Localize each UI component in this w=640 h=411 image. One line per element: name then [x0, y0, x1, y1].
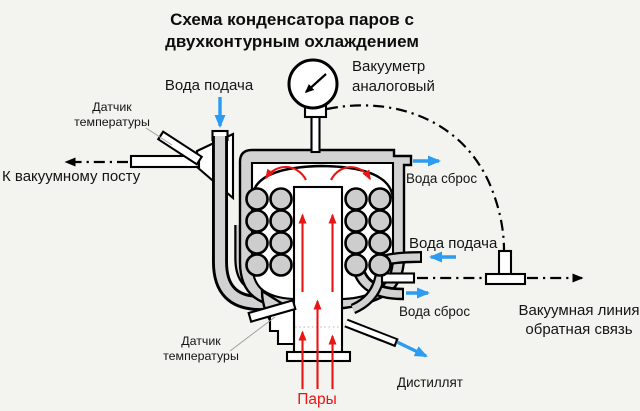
gauge-needle-icon — [304, 73, 327, 94]
diagram-title-line2: двухконтурным охлаждением — [165, 32, 419, 51]
coil-tube-circle — [245, 209, 269, 233]
diagram-labels: Схема конденсатора паров с двухконтурным… — [2, 10, 640, 408]
vacuum-control-lines — [64, 104, 584, 283]
label-temp-sensor-top-line1: Датчик — [92, 100, 132, 114]
coil-tube-circle — [344, 209, 368, 233]
vacuum-tee-fitting — [484, 249, 527, 286]
label-vacuum-line-line1: Вакуумная линия — [518, 302, 639, 319]
coil-tube-circle — [269, 187, 293, 211]
coil-tube-circle — [368, 231, 392, 255]
label-temp-sensor-top-line2: температуры — [74, 115, 150, 129]
leader-lines — [145, 127, 276, 352]
gauge-feedback-arc — [326, 104, 506, 251]
coil-tube-circle — [245, 231, 269, 255]
diagram-title-line1: Схема конденсатора паров с — [170, 10, 414, 29]
gauge-stem — [310, 113, 321, 154]
pressure-gauge — [287, 58, 339, 154]
distillate-arrow — [396, 340, 428, 358]
coil-tube-circle — [368, 209, 392, 233]
gauge-dial — [287, 58, 339, 110]
label-temp-sensor-bottom-line1: Датчик — [181, 334, 221, 348]
label-water-supply-right: Вода подача — [409, 235, 498, 252]
coil-tube-circle — [269, 231, 293, 255]
label-temp-sensor-bottom-line2: температуры — [163, 349, 239, 363]
label-gauge-line1: Вакууметр — [352, 58, 425, 75]
tee-base — [484, 272, 527, 286]
coil-tube-circle — [245, 187, 269, 211]
temperature-sensor-top — [156, 130, 204, 166]
coil-tube-circle — [368, 253, 392, 277]
inner-dome-wall — [250, 164, 395, 200]
sensor-top-leader — [145, 127, 173, 146]
label-vacuum-line-line2: обратная связь — [525, 321, 632, 338]
label-gauge-line2: аналоговый — [352, 78, 435, 95]
label-distillate: Дистиллят — [397, 375, 463, 390]
label-water-drain-top: Вода сброс — [406, 171, 477, 186]
sensor-bottom-leader — [229, 316, 276, 352]
vacuum-feedback-pipe — [380, 272, 416, 284]
distillate-pipe — [345, 320, 396, 345]
flow-arrows-blue — [214, 97, 456, 358]
label-to-vacuum-station: К вакуумному посту — [2, 168, 141, 185]
temperature-sensor-bottom — [247, 299, 297, 323]
coil-tube-circle — [344, 187, 368, 211]
coil-tube-circle — [344, 253, 368, 277]
coil-tube-circle — [344, 231, 368, 255]
cooling-coil — [245, 187, 392, 277]
label-water-drain-right: Вода сброс — [399, 304, 470, 319]
coil-tube-circle — [269, 253, 293, 277]
label-water-supply-top: Вода подача — [165, 77, 254, 94]
vapor-spread-left-arrow — [265, 165, 307, 181]
label-vapors: Пары — [297, 391, 337, 408]
coil-tube-circle — [368, 187, 392, 211]
coil-tube-circle — [269, 209, 293, 233]
vapor-spread-right-arrow — [330, 166, 371, 181]
flow-arrows-red — [265, 165, 371, 389]
coil-tube-circle — [245, 253, 269, 277]
